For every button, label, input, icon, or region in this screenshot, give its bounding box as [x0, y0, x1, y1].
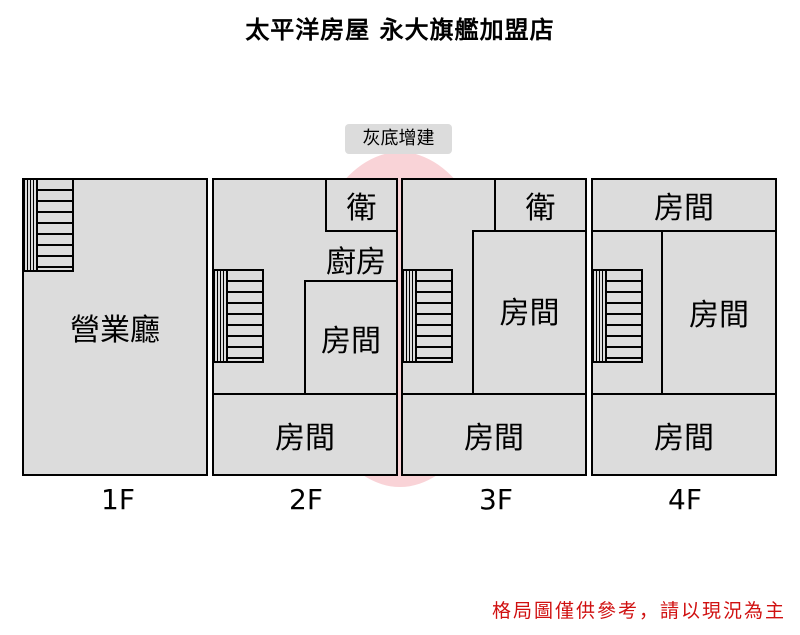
room-4f-bedroom-mid: 房間	[661, 230, 777, 395]
room-3f-bedroom-bottom: 房間	[401, 393, 587, 476]
floor-label-1f: 1F	[101, 483, 135, 516]
stairs-icon	[22, 178, 74, 272]
room-label: 衛	[346, 191, 377, 226]
room-label: 房間	[321, 323, 381, 359]
room-2f-bedroom-mid: 房間	[304, 280, 398, 395]
page-title: 太平洋房屋 永大旗艦加盟店	[245, 15, 555, 44]
room-label: 房間	[689, 297, 749, 333]
legend-addition: 灰底增建	[345, 124, 452, 154]
room-2f-bedroom-bottom: 房間	[212, 393, 398, 476]
room-2f-bathroom: 衛	[325, 178, 398, 232]
room-label: 房間	[499, 295, 560, 331]
floor-label-4f: 4F	[668, 483, 702, 516]
room-label: 衛	[525, 191, 556, 226]
room-label-kitchen: 廚房	[326, 245, 386, 280]
room-label: 房間	[275, 420, 335, 456]
floor-label-3f: 3F	[479, 483, 513, 516]
room-4f-bedroom-top: 房間	[591, 178, 777, 232]
room-label: 房間	[654, 191, 714, 226]
room-label: 房間	[464, 420, 524, 456]
stairs-icon	[401, 269, 453, 363]
room-3f-bathroom: 衛	[494, 178, 587, 232]
floor-label-2f: 2F	[289, 483, 323, 516]
disclaimer-note: 格局圖僅供參考，請以現況為主	[491, 600, 786, 622]
room-label: 房間	[654, 420, 714, 456]
stairs-icon	[212, 269, 264, 363]
stairs-icon	[591, 269, 643, 363]
room-label: 營業廳	[70, 313, 160, 348]
room-4f-bedroom-bottom: 房間	[591, 393, 777, 476]
room-3f-bedroom-mid: 房間	[472, 230, 587, 395]
